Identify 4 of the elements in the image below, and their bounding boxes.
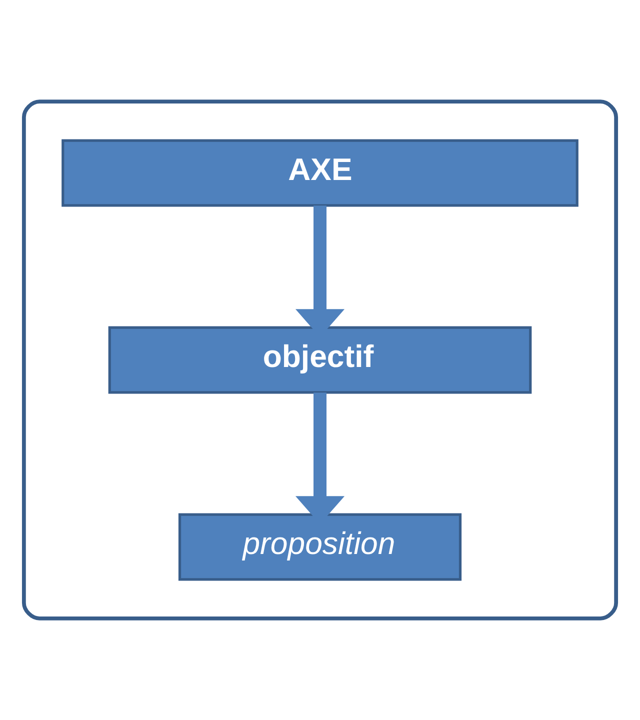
node-box: AXE <box>62 139 578 207</box>
cluster <box>22 100 618 620</box>
node-box: objectif <box>108 326 532 394</box>
node-box: proposition <box>178 513 462 581</box>
